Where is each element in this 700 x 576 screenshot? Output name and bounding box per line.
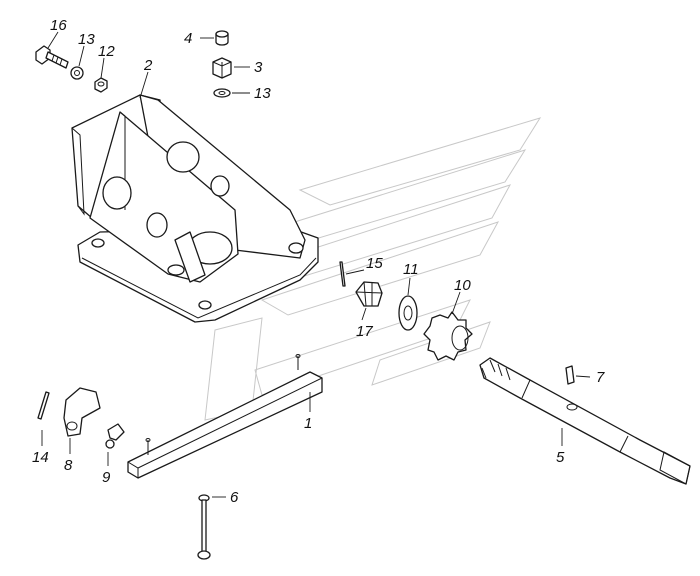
callout-14: 14 [32,449,49,466]
part-cap [215,30,229,46]
part-washer-left [70,66,84,80]
part-clip [63,387,101,437]
callout-10: 10 [454,277,471,294]
callout-8: 8 [64,457,73,474]
callout-7: 7 [596,369,605,386]
washer-hole [74,70,80,76]
part-channel-rail [127,354,323,479]
part-flat-washer [398,295,418,331]
callout-16: 16 [50,17,67,34]
part-clamp [105,423,125,449]
callout-labels: 16 13 12 2 4 3 13 15 11 10 17 7 1 5 14 8… [32,17,605,506]
part-shaft [479,357,691,485]
part-castle-nut [355,281,383,307]
callout-9: 9 [102,469,111,486]
part-split-pin [37,391,50,420]
part-washer-right [213,88,231,98]
part-gear [423,311,473,361]
callout-12: 12 [98,43,115,60]
part-cotter-pin [339,261,346,287]
part-small-pin [565,365,575,385]
callout-4: 4 [184,30,192,47]
callout-2: 2 [143,57,153,74]
part-rod [197,494,211,560]
part-nut-small [94,77,108,93]
callout-13-left: 13 [78,31,95,48]
callout-13-right: 13 [254,85,271,102]
callout-15: 15 [366,255,383,272]
callout-3: 3 [254,59,263,76]
callout-6: 6 [230,489,239,506]
washer-hole [218,91,226,95]
part-bolt [35,45,69,69]
part-hex-nut [212,57,232,79]
callout-11: 11 [403,261,419,278]
callout-leaders [41,31,591,498]
callout-17: 17 [356,323,373,340]
part-bracket [71,94,319,323]
callout-5: 5 [556,449,565,466]
callout-1: 1 [304,415,312,432]
